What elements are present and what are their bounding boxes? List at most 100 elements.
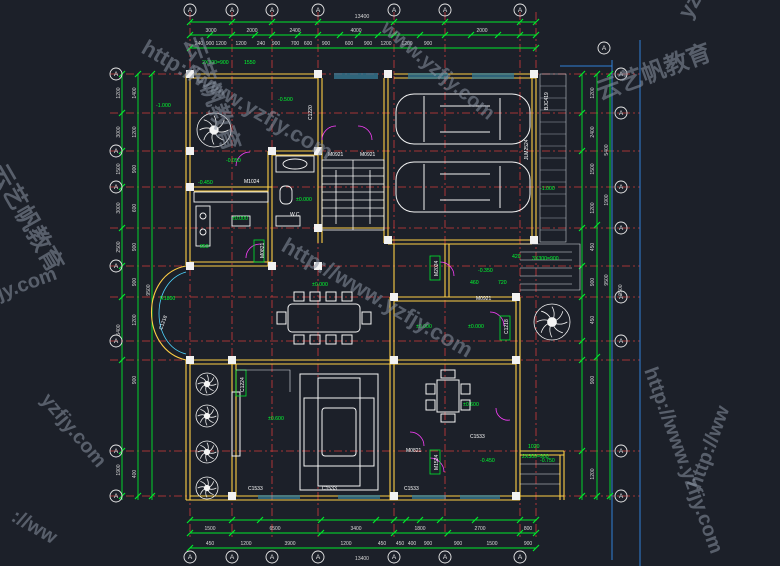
- dimension-text: 3400: [350, 526, 361, 532]
- axis-bubble-label: A: [443, 554, 448, 561]
- dimension-text: 900: [524, 541, 533, 547]
- dimension-text: 240: [195, 41, 204, 47]
- axis-bubble: A: [109, 180, 123, 194]
- axis-bubble-label: A: [619, 110, 624, 117]
- axis-bubble: A: [109, 259, 123, 273]
- dimension-text: 1200: [240, 541, 251, 547]
- dimension-text: 1800: [414, 526, 425, 532]
- dimension-text: 1500: [486, 541, 497, 547]
- label-850: 850: [200, 244, 209, 250]
- axis-bubble: A: [265, 3, 279, 17]
- dimension-text: 2700: [474, 526, 485, 532]
- level-neg0050: -0.050: [226, 158, 241, 164]
- dimension-text: 450: [590, 316, 596, 325]
- dimension-text: 3000: [205, 28, 216, 34]
- dimension-text: 1400: [132, 87, 138, 98]
- dimension-text: 900: [206, 41, 215, 47]
- level-0000-right2: ±0.000: [468, 324, 484, 330]
- axis-bubble-label: A: [443, 7, 448, 14]
- plant-symbol: [533, 303, 571, 341]
- dimension-text: 450: [378, 541, 387, 547]
- axis-bubble-label: A: [619, 338, 624, 345]
- axis-bubble-label: A: [316, 7, 321, 14]
- label-c1533-c: C1533: [404, 486, 419, 492]
- axis-bubble-label: A: [518, 554, 523, 561]
- dimension-text: 900: [132, 278, 138, 287]
- plant-symbol: [195, 404, 219, 428]
- dimension-text: 900: [424, 541, 433, 547]
- dimension-text: 900: [132, 165, 138, 174]
- label-window-top-left: 2X300=900: [202, 60, 229, 66]
- axis-bubble-label: A: [392, 554, 397, 561]
- room-labels: W.C M1024 M0921 M0921 M0921 M0821 C1533 …: [244, 152, 492, 492]
- label-c1220: C1220: [308, 105, 314, 120]
- axis-bubble-label: A: [270, 554, 275, 561]
- dimension-text: 1200: [235, 41, 246, 47]
- level-neg1-left: -1.000: [156, 103, 171, 109]
- axis-bubble-label: A: [619, 294, 624, 301]
- dimension-lines: [121, 21, 611, 549]
- dimension-text: 900: [590, 278, 596, 287]
- tea-table-set: [425, 369, 471, 423]
- dimension-text: 9500: [146, 284, 152, 295]
- label-m0821-v: M0821: [260, 242, 266, 258]
- label-m0821: M0821: [406, 448, 422, 454]
- dimension-text: 1200: [590, 202, 596, 213]
- dimension-text: 900: [322, 41, 331, 47]
- axis-bubble-label: A: [230, 7, 235, 14]
- plant-symbol: [195, 476, 219, 500]
- axis-bubble-label: A: [114, 263, 119, 270]
- label-m0921-b: M0921: [360, 152, 376, 158]
- axis-bubble: A: [109, 489, 123, 503]
- axis-bubble: A: [225, 550, 239, 564]
- axis-bubble-label: A: [619, 225, 624, 232]
- dimension-text: 400: [132, 470, 138, 479]
- dimension-text: 1200: [215, 41, 226, 47]
- dimension-text: 13400: [355, 556, 369, 562]
- dimension-text: 1200: [590, 468, 596, 479]
- dimension-text: 240: [257, 41, 266, 47]
- dimension-text: 2000: [246, 28, 257, 34]
- dimension-text: 900: [454, 541, 463, 547]
- axis-bubble: A: [387, 550, 401, 564]
- dimension-text: 1500: [116, 163, 122, 174]
- label-1550: 1550: [244, 60, 256, 66]
- label-steps-right: 3X300=900: [532, 256, 559, 262]
- living-room-sofa-set: [231, 373, 379, 491]
- axis-bubble-label: A: [188, 7, 193, 14]
- dimension-text: 900: [364, 41, 373, 47]
- axis-bubble-label: A: [518, 7, 523, 14]
- axis-bubble: A: [614, 290, 628, 304]
- axis-bubble: A: [109, 444, 123, 458]
- dimension-text: 2000: [476, 28, 487, 34]
- dimension-text: 900: [424, 41, 433, 47]
- label-c1218-bay: C1218: [158, 315, 169, 331]
- staircase: [321, 159, 385, 231]
- label-c1533-a: C1533: [248, 486, 263, 492]
- level-neg0750: -0.750: [540, 458, 555, 464]
- axis-bubble-label: A: [602, 45, 607, 52]
- dimension-ticks: [118, 18, 614, 552]
- axis-bubble-label: A: [619, 448, 624, 455]
- garage-cars: [395, 93, 531, 213]
- dimension-text: 900: [590, 376, 596, 385]
- label-m2024: M2024: [434, 260, 440, 276]
- level-0600-tea: ±0.600: [463, 402, 479, 408]
- level-neg0450-b: -0.450: [480, 458, 495, 464]
- dimension-text: 700: [291, 41, 300, 47]
- label-420: 420: [512, 254, 521, 260]
- axis-bubble: A: [183, 550, 197, 564]
- axis-bubble: A: [438, 550, 452, 564]
- dimension-text: 3000: [116, 126, 122, 137]
- dimension-text: 4000: [350, 28, 361, 34]
- dining-table-set: [276, 291, 372, 345]
- label-m1024: M1024: [244, 179, 260, 185]
- dimension-text: 600: [132, 204, 138, 213]
- dimension-text: 1900: [604, 194, 610, 205]
- dimension-text: 3000: [116, 202, 122, 213]
- axis-bubble: A: [614, 334, 628, 348]
- dimension-text: 900: [272, 41, 281, 47]
- dimension-text: 450: [206, 541, 215, 547]
